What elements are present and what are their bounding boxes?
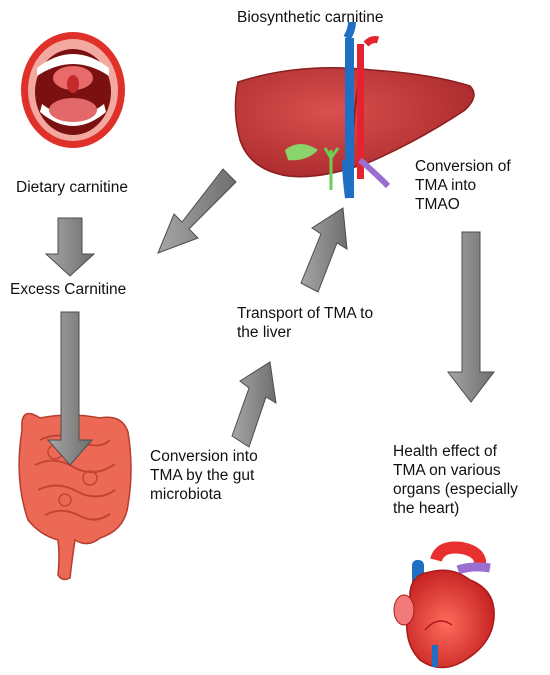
- arrow-excess-to-intestine: [46, 311, 94, 466]
- liver-icon: [234, 21, 475, 199]
- arrow-liver-to-excess: [157, 168, 237, 254]
- arrow-liver-to-heart: [446, 231, 496, 403]
- heart-icon: [393, 541, 495, 669]
- excess-carnitine-label: Excess Carnitine: [10, 281, 127, 298]
- health-effect-label: Health effect of TMA on various organs (…: [393, 443, 518, 517]
- conversion-tmao-label: Conversion of TMA into TMAO: [415, 158, 511, 213]
- conversion-tma-label: Conversion into TMA by the gut microbiot…: [150, 448, 258, 503]
- dietary-carnitine-label: Dietary carnitine: [16, 179, 128, 196]
- transport-tma-label: Transport of TMA to the liver: [237, 305, 374, 341]
- arrow-dietary-to-excess: [44, 217, 96, 277]
- biosynthetic-carnitine-label: Biosynthetic carnitine: [237, 9, 384, 26]
- arrow-intestine-to-transport: [231, 361, 277, 448]
- mouth-icon: [21, 32, 125, 148]
- arrow-transport-to-liver: [300, 207, 348, 293]
